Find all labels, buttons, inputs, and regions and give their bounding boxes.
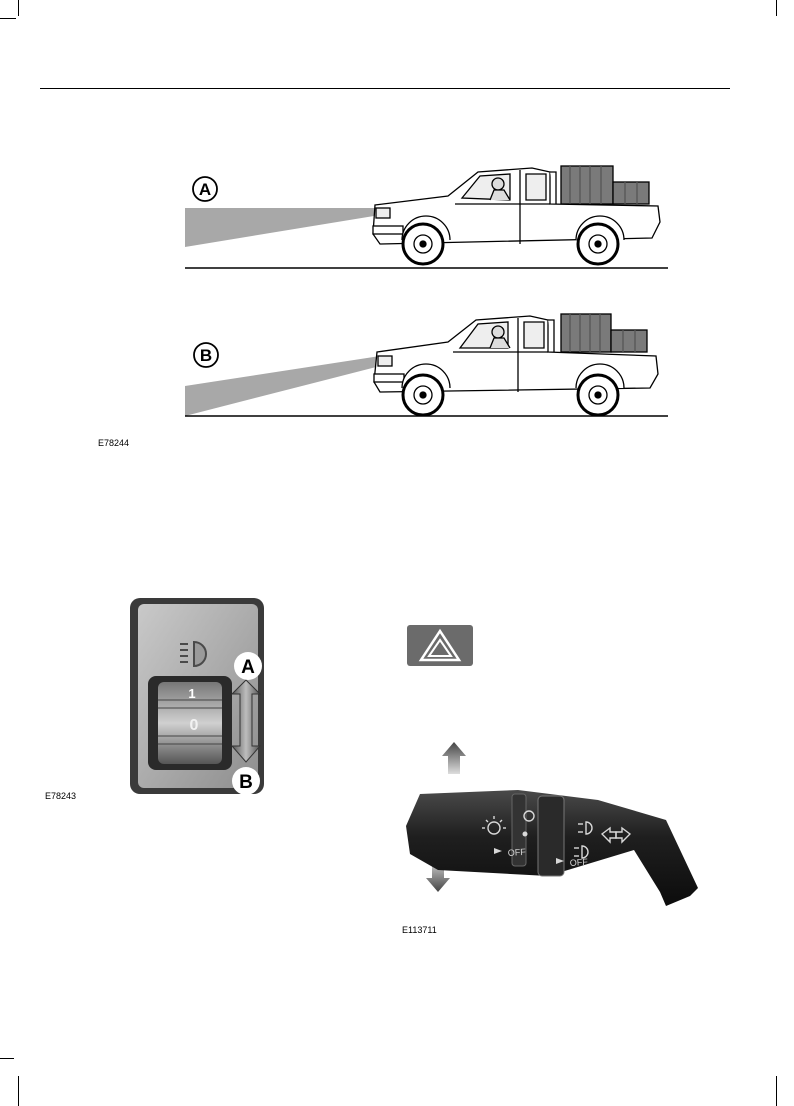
panel-a-label: A [199,180,211,199]
truck-a [373,166,660,264]
stalk-off-label-1: OFF [507,847,526,858]
figure-code-e113711: E113711 [402,925,437,935]
switch-label-b: B [239,772,253,793]
crop-mark [0,1058,14,1059]
switch-position-0: 0 [190,717,199,734]
figure-code-e78244: E78244 [98,438,129,448]
crop-mark [776,1076,777,1106]
header-rule [40,88,730,89]
beam-b [185,356,380,416]
switch-label-a: A [241,657,255,678]
headlamp-levelling-switch-figure: 1 0 A B [128,596,268,798]
panel-b: B [185,314,668,416]
stalk-off-label-2: OFF [569,857,588,868]
truck-b [374,314,658,415]
lighting-stalk-figure: OFF OFF [398,738,702,916]
switch-position-1: 1 [188,686,195,701]
panel-a: A [185,166,668,268]
crop-mark [0,18,16,19]
crop-mark [18,0,19,16]
figure-code-e78243: E78243 [45,791,76,801]
beam-a [185,208,380,247]
crop-mark [776,0,777,16]
hazard-warning-icon [407,625,473,666]
up-arrow-icon [442,742,466,774]
crop-mark [18,1076,19,1106]
panel-b-label: B [200,346,212,365]
headlamp-aim-figure: A [180,160,670,422]
